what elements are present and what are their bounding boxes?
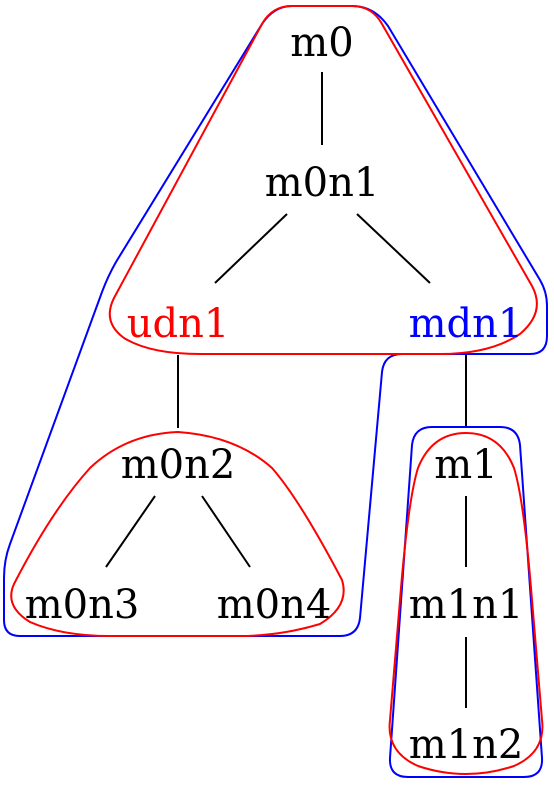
edge-m0n1-mdn1 [356,213,431,284]
edge-m0n2-m0n4 [201,495,251,568]
blue-group-outline-main [3,5,548,637]
node-m0n1: m0n1 [265,160,380,206]
tree-nodes: m0 m0n1 udn1 mdn1 m0n2 m0n3 m0n4 m1 m1n1… [25,20,524,768]
node-m0: m0 [290,20,353,66]
node-m0n3: m0n3 [25,582,140,628]
edge-m0n1-udn1 [214,213,288,284]
edge-m0n2-m0n3 [105,495,156,568]
node-m1: m1 [434,442,497,488]
red-group-outline-m1 [388,432,544,775]
node-udn1: udn1 [127,301,230,347]
node-m1n1: m1n1 [409,582,524,628]
red-group-outline-top [108,5,538,355]
tree-edges [105,72,467,708]
node-m1n2: m1n2 [409,722,524,768]
node-m0n2: m0n2 [121,442,236,488]
node-m0n4: m0n4 [217,582,332,628]
node-mdn1: mdn1 [409,301,524,347]
blue-group-outline-m1 [388,426,544,778]
red-group-outline-m0n2 [10,431,345,637]
